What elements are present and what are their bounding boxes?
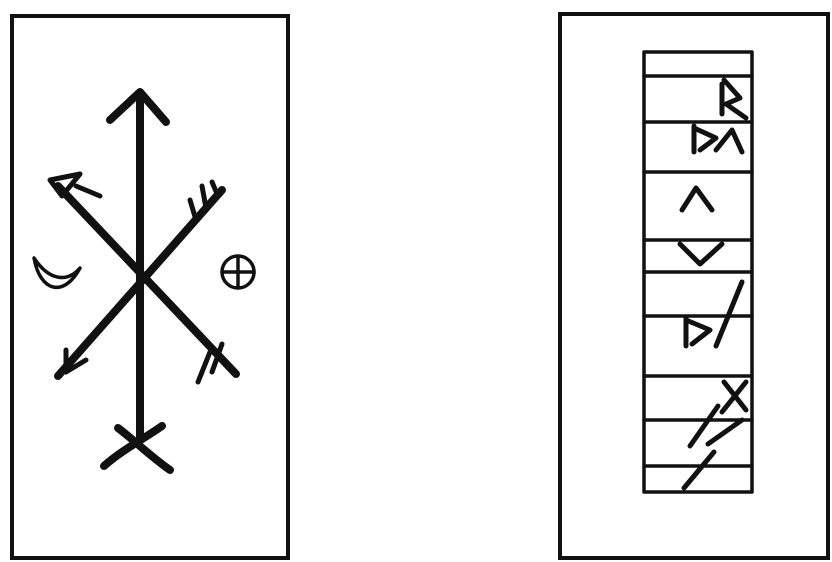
crescent-moon-icon (34, 258, 80, 287)
rune-glyph-4 (680, 244, 722, 264)
right-panel (560, 14, 828, 558)
rune-glyph-3 (682, 188, 712, 210)
rune-glyph-7 (684, 420, 742, 488)
rune-glyph-1 (722, 80, 746, 118)
left-panel (12, 16, 288, 558)
circled-cross-sun-icon (222, 256, 254, 288)
rune-glyph-2 (694, 126, 742, 152)
rune-glyph-5 (686, 282, 742, 346)
